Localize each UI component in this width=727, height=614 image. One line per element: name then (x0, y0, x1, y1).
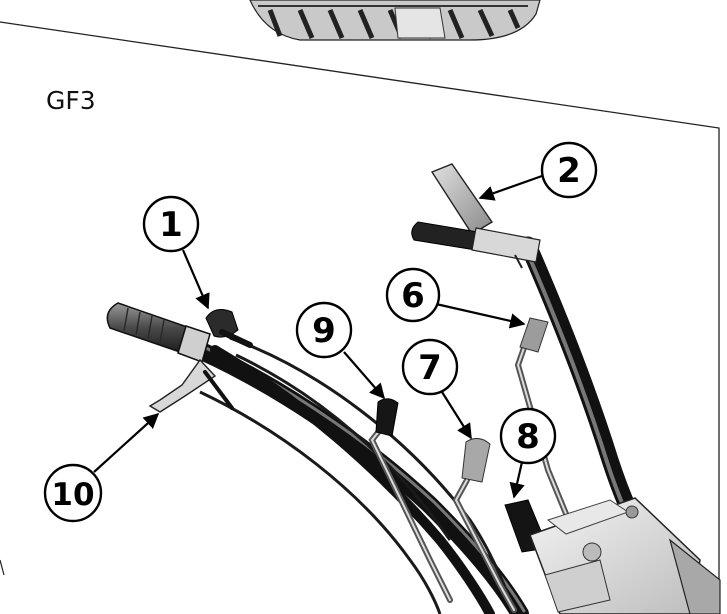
svg-text:6: 6 (401, 276, 425, 316)
callout-2: 2 (478, 141, 598, 201)
left-grip (106, 302, 211, 363)
callout-9: 9 (295, 301, 386, 400)
callout-8: 8 (499, 407, 557, 499)
svg-text:10: 10 (51, 477, 94, 513)
callout-1: 1 (142, 195, 210, 310)
figure-frame (0, 21, 720, 614)
control-box (529, 497, 721, 614)
lever-9 (368, 398, 453, 603)
lever-7 (452, 438, 517, 613)
right-grip (411, 163, 541, 269)
callout-6: 6 (385, 267, 526, 329)
model-label: GF3 (46, 86, 96, 115)
svg-text:8: 8 (516, 417, 540, 457)
callout-7: 7 (401, 338, 472, 440)
callout-10: 10 (43, 412, 160, 523)
svg-text:1: 1 (159, 205, 183, 245)
cutter-bar-illustration (249, 0, 541, 41)
svg-text:9: 9 (312, 311, 336, 351)
svg-text:2: 2 (557, 151, 581, 191)
svg-text:7: 7 (418, 348, 442, 388)
